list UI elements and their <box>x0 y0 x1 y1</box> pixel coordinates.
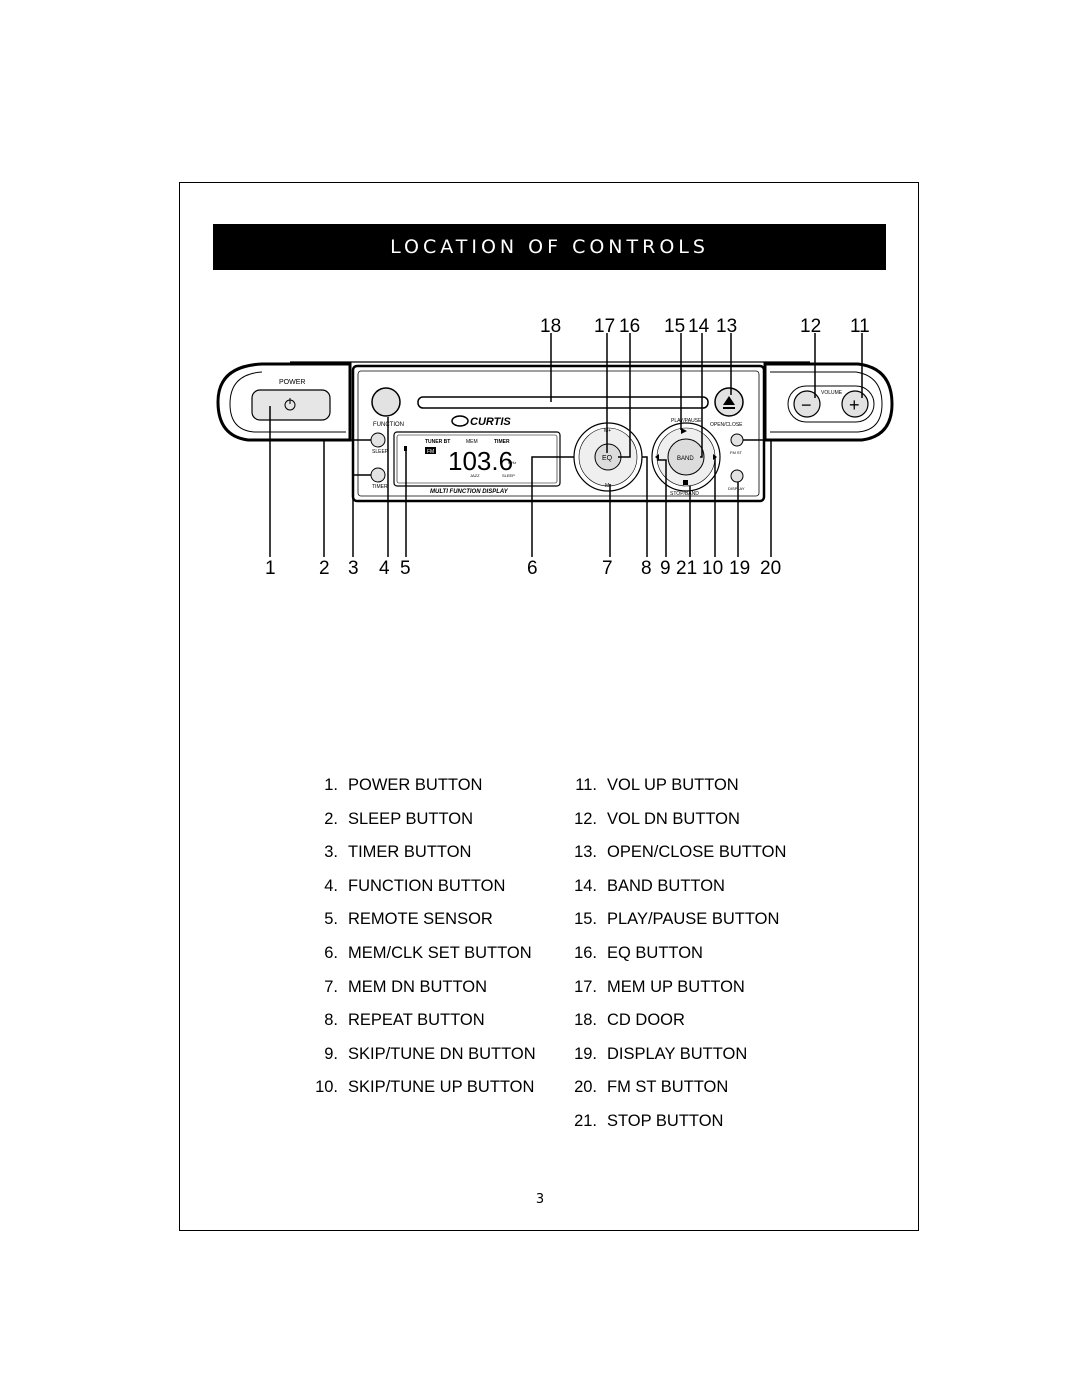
legend-item-number: 4. <box>324 876 338 895</box>
sleep-label: SLEEP <box>372 449 389 455</box>
legend-item-number: 19. <box>574 1044 597 1063</box>
legend-item-label: SKIP/TUNE UP BUTTON <box>348 1078 535 1097</box>
brand-logo: CURTIS <box>470 416 511 428</box>
legend-item-number: 2. <box>324 809 338 828</box>
legend-item-number: 15. <box>574 910 597 929</box>
legend-item-label: MEM UP BUTTON <box>607 977 745 996</box>
callout-8: 8 <box>641 558 652 579</box>
page-title: LOCATION OF CONTROLS <box>213 224 886 270</box>
lcd-mem: MEM <box>466 439 478 445</box>
callout-7: 7 <box>602 558 613 579</box>
legend-item-number: 18. <box>574 1011 597 1030</box>
lcd-frequency: 103.6 <box>448 446 513 476</box>
band-label: BAND <box>677 456 694 462</box>
legend-item-number: 21. <box>574 1112 597 1130</box>
legend-item-label: REPEAT BUTTON <box>348 1011 485 1030</box>
legend-item-number: 9. <box>324 1044 338 1063</box>
callout-10: 10 <box>702 558 723 579</box>
lcd-jazz: JAZZ <box>470 473 480 478</box>
volume-label: VOLUME <box>821 390 843 396</box>
legend-item-number: 3. <box>324 843 338 862</box>
legend-item-label: SKIP/TUNE DN BUTTON <box>348 1044 536 1063</box>
callout-11: 11 <box>850 316 870 337</box>
legend-item-label: FUNCTION BUTTON <box>348 876 506 895</box>
callout-9: 9 <box>660 558 671 579</box>
lcd-sleep: SLEEP <box>502 473 515 478</box>
power-label: POWER <box>279 379 305 386</box>
legend-item-label: CD DOOR <box>607 1011 685 1030</box>
page-title-text: LOCATION OF CONTROLS <box>390 236 709 258</box>
callout-20: 20 <box>760 558 781 579</box>
callout-3: 3 <box>348 558 359 579</box>
callout-18: 18 <box>540 316 561 337</box>
legend-item-label: REMOTE SENSOR <box>348 910 493 929</box>
mem-dn-label: M- <box>605 483 611 489</box>
legend-item-number: 14. <box>574 876 597 895</box>
callout-12: 12 <box>800 316 821 337</box>
legend-item-number: 20. <box>574 1078 597 1097</box>
callout-21: 21 <box>676 558 697 579</box>
legend-item-label: TIMER BUTTON <box>348 843 472 862</box>
legend-item-number: 13. <box>574 843 597 862</box>
legend-item-number: 17. <box>574 977 597 996</box>
legend-item-label: OPEN/CLOSE BUTTON <box>607 843 787 862</box>
page-frame <box>179 182 919 1231</box>
callout-14: 14 <box>688 316 710 337</box>
device-illustration: POWER FUNCTION SLEEP TIMER TUNER BT MEM … <box>216 316 894 579</box>
callout-13: 13 <box>716 316 737 337</box>
callout-15: 15 <box>664 316 685 337</box>
callout-16: 16 <box>619 316 640 337</box>
legend-item-label: MEM DN BUTTON <box>348 977 488 996</box>
legend-item-label: FM ST BUTTON <box>607 1078 729 1097</box>
legend-item-number: 8. <box>324 1011 338 1030</box>
callout-2: 2 <box>319 558 330 579</box>
lcd-mhz: MHz <box>508 460 516 465</box>
open-close-label: OPEN/CLOSE <box>710 422 743 428</box>
play-pause-label: PLAY/PAUSE <box>671 418 702 424</box>
legend-item-number: 16. <box>574 944 597 962</box>
legend-item-label: BAND BUTTON <box>607 876 725 895</box>
legend-item-number: 12. <box>574 809 597 828</box>
legend-item-number: 1. <box>324 776 338 794</box>
legend-item-label: VOL UP BUTTON <box>607 776 739 794</box>
legend-item-label: PLAY/PAUSE BUTTON <box>607 910 780 929</box>
eq-label: EQ <box>602 455 613 462</box>
vol-plus-label: + <box>849 395 860 415</box>
callout-6: 6 <box>527 558 538 579</box>
controls-diagram: POWER FUNCTION SLEEP TIMER TUNER BT MEM … <box>216 316 894 579</box>
legend-item-label: MEM/CLK SET BUTTON <box>348 944 532 962</box>
fm-st-label: FM ST <box>730 450 743 455</box>
callout-4: 4 <box>379 558 390 579</box>
callout-5: 5 <box>400 558 411 579</box>
lcd-tuner-bt: TUNER BT <box>425 439 450 445</box>
display-label: DISPLAY <box>728 486 745 491</box>
lcd-timer: TIMER <box>494 439 510 445</box>
legend-item-label: POWER BUTTON <box>348 776 483 794</box>
vol-minus-label: − <box>801 395 812 415</box>
stop-band-label: STOP/BAND <box>670 491 699 497</box>
callout-17: 17 <box>594 316 615 337</box>
legend-item-number: 6. <box>324 944 338 962</box>
legend-item-label: VOL DN BUTTON <box>607 809 740 828</box>
display-caption: MULTI FUNCTION DISPLAY <box>430 489 509 495</box>
callout-19: 19 <box>729 558 750 579</box>
page-number: 3 <box>535 1192 545 1207</box>
legend-item-label: DISPLAY BUTTON <box>607 1044 748 1063</box>
legend-item-label: STOP BUTTON <box>607 1112 724 1130</box>
lcd-fm: FM <box>427 449 434 455</box>
legend-item-number: 5. <box>324 910 338 929</box>
legend-item-number: 11. <box>575 776 597 794</box>
legend-item-number: 7. <box>324 977 338 996</box>
legend-item-label: SLEEP BUTTON <box>348 809 474 828</box>
legend-item-label: EQ BUTTON <box>607 944 703 962</box>
callout-1: 1 <box>265 558 276 579</box>
timer-label: TIMER <box>372 484 388 490</box>
legend-item-number: 10. <box>315 1078 338 1097</box>
